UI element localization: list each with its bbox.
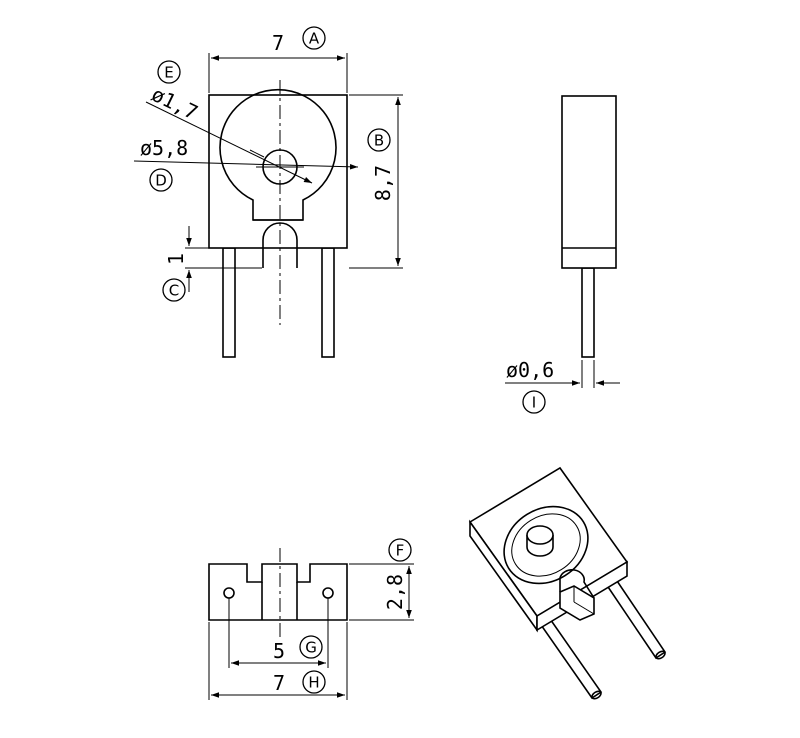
height-dimension: 8,7 B — [349, 94, 403, 269]
svg-text:A: A — [309, 30, 320, 48]
callout-a — [302, 26, 326, 50]
rotor-disc — [219, 88, 337, 221]
width-label: 7 — [272, 31, 284, 55]
iso-rotor — [503, 505, 589, 585]
callout-h — [302, 670, 326, 694]
callout-c — [162, 278, 186, 302]
svg-text:B: B — [374, 132, 384, 150]
outer-diameter-leader: ø5,8 D — [133, 136, 359, 192]
bottom-height-dimension: 2,8 F — [349, 538, 414, 621]
callout-i — [522, 390, 546, 414]
hole-dia-label: ø1,7 — [148, 82, 202, 125]
pin-pitch-label: 5 — [273, 639, 285, 663]
callout-f — [388, 538, 412, 562]
side-body — [561, 95, 617, 269]
front-view — [208, 80, 348, 358]
bottom-width-label: 7 — [273, 671, 285, 695]
pin-dia-label: ø0,6 — [506, 358, 554, 382]
bottom-height-label: 2,8 — [383, 574, 407, 610]
svg-text:D: D — [155, 172, 167, 190]
height-label: 8,7 — [371, 165, 395, 201]
pin-pitch-dimension: 5 G — [228, 598, 329, 668]
svg-text:E: E — [164, 64, 173, 82]
front-right-lead — [321, 247, 335, 358]
bottom-body — [208, 563, 348, 621]
svg-text:C: C — [169, 282, 179, 300]
svg-text:I: I — [532, 394, 536, 412]
pin-diameter-dimension: ø0,6 I — [505, 358, 620, 414]
iso-left-lead — [537, 614, 603, 700]
bottom-view — [208, 548, 348, 638]
callout-e — [157, 60, 181, 84]
front-width-dimension: 7 A — [208, 26, 348, 93]
svg-text:F: F — [396, 542, 405, 560]
svg-text:H: H — [308, 674, 319, 692]
bottom-width-dimension: 7 H — [208, 622, 348, 700]
callout-g — [299, 635, 323, 659]
front-body — [208, 94, 348, 249]
offset-label: 1 — [164, 253, 188, 265]
isometric-view — [468, 466, 667, 700]
offset-dimension: 1 C — [162, 226, 262, 302]
side-lead — [581, 267, 595, 358]
outer-dia-label: ø5,8 — [140, 136, 188, 160]
svg-text:G: G — [305, 639, 317, 657]
callout-b — [367, 128, 391, 152]
front-left-lead — [222, 247, 236, 358]
callout-d — [149, 168, 173, 192]
side-view — [561, 95, 617, 358]
